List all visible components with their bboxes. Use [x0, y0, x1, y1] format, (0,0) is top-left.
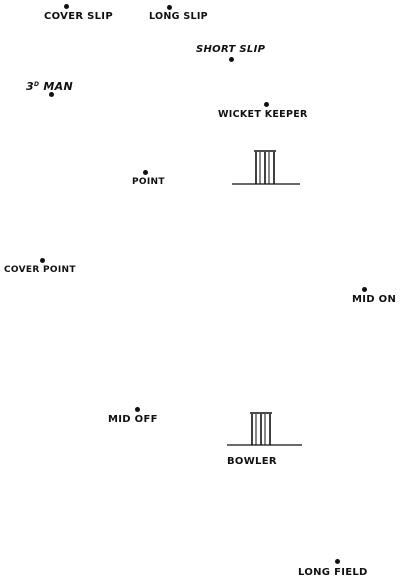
third-man-suffix: D [33, 81, 40, 88]
long-field-label: LONG FIELD [298, 567, 368, 578]
cover-slip-dot [64, 4, 69, 9]
point-label: POINT [132, 177, 165, 187]
wicket-keeper-dot [264, 102, 269, 107]
mid-off-label: MID OFF [108, 414, 158, 425]
long-slip-dot [167, 5, 172, 10]
third-man-word: MAN [43, 80, 73, 93]
long-field-dot [335, 559, 340, 564]
batting-wicket-icon [232, 150, 300, 185]
third-man-dot [49, 92, 54, 97]
cover-point-dot [40, 258, 45, 263]
wicket-keeper-label: WICKET KEEPER [218, 109, 308, 120]
cover-slip-label: COVER SLIP [44, 11, 113, 22]
bowling-wicket-icon [227, 412, 302, 446]
point-dot [143, 170, 148, 175]
third-man-numeral: 3 [26, 80, 34, 93]
mid-off-dot [135, 407, 140, 412]
third-man-label: 3D MAN [26, 81, 73, 92]
cover-point-label: COVER POINT [4, 265, 76, 275]
long-slip-label: LONG SLIP [149, 11, 208, 22]
short-slip-label: SHORT SLIP [196, 44, 266, 55]
short-slip-dot [229, 57, 234, 62]
bowler-label: BOWLER [227, 456, 277, 467]
mid-on-label: MID ON [352, 294, 397, 305]
mid-on-dot [362, 287, 367, 292]
